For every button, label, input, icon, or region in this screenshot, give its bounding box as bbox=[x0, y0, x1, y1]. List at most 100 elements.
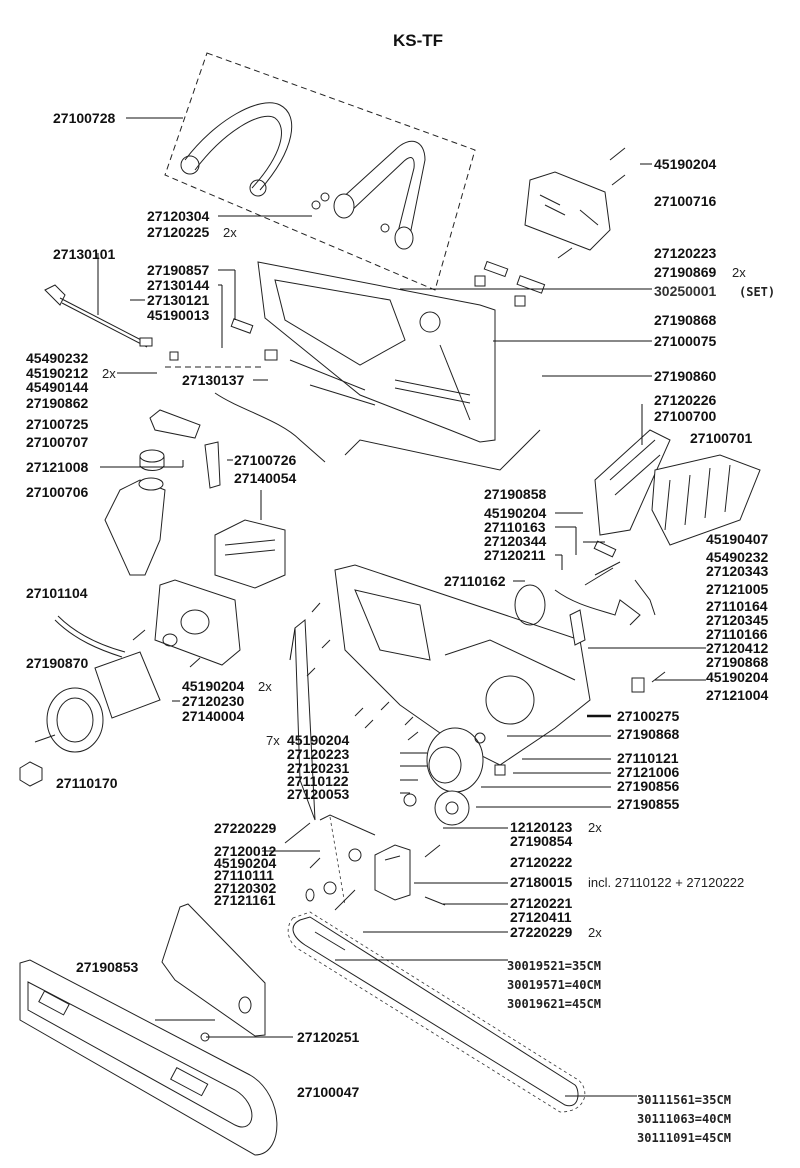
screw-part bbox=[189, 657, 201, 668]
label-27110111: 27110111 bbox=[214, 867, 274, 883]
label-guard-nut: 27120251 bbox=[297, 1029, 360, 1045]
qty-27190869: 2x bbox=[732, 265, 746, 280]
label-27190854: 27190854 bbox=[510, 833, 573, 849]
housing-half-part bbox=[257, 261, 496, 443]
label-spring: 27110162 bbox=[444, 573, 506, 589]
label-27190857: 27190857 bbox=[147, 262, 210, 278]
label-45490232: 45490232 bbox=[26, 350, 89, 366]
screw-part bbox=[424, 896, 446, 906]
label-45190204-mot: 45190204 bbox=[182, 678, 245, 694]
diagram-title: KS-TF bbox=[393, 31, 443, 50]
label-45190204-l: 45190204 bbox=[214, 855, 277, 871]
label-27220229-l: 27220229 bbox=[214, 820, 277, 836]
pinion-part bbox=[19, 761, 43, 787]
label-27180015: 27180015 bbox=[510, 874, 573, 890]
pin-part bbox=[284, 822, 311, 844]
label-27120345: 27120345 bbox=[706, 612, 769, 628]
rod-part bbox=[289, 359, 366, 391]
qty-45190212: 2x bbox=[102, 366, 116, 381]
label-27120223-top: 27120223 bbox=[654, 245, 717, 261]
label-bar-45cm: 30111091=45CM bbox=[637, 1131, 731, 1145]
motor-casing-part bbox=[334, 564, 591, 766]
label-45190212: 45190212 bbox=[26, 365, 89, 381]
qty-27220229: 2x bbox=[588, 925, 602, 940]
label-27190860: 27190860 bbox=[654, 368, 717, 384]
screw-part bbox=[132, 629, 146, 641]
tube-handle-part bbox=[333, 140, 426, 250]
label-housing-half: 27100075 bbox=[654, 333, 717, 349]
clip-part bbox=[305, 888, 315, 902]
label-27120053: 27120053 bbox=[287, 786, 350, 802]
label-27120412: 27120412 bbox=[706, 640, 769, 656]
label-27110121: 27110121 bbox=[617, 750, 679, 766]
motor-housing-part bbox=[154, 579, 241, 666]
label-27120223-c: 27120223 bbox=[287, 746, 350, 762]
label-bar-35cm: 30111561=35CM bbox=[637, 1093, 731, 1107]
label-27120211: 27120211 bbox=[484, 547, 546, 563]
clip-part bbox=[169, 351, 179, 361]
pin-part bbox=[594, 561, 621, 576]
label-chain-45cm: 30019621=45CM bbox=[507, 997, 601, 1011]
oil-cap-part bbox=[139, 449, 165, 471]
qty-45190204-7x: 7x bbox=[266, 733, 280, 748]
label-27120226: 27120226 bbox=[654, 392, 717, 408]
part-labels: 27100728 27120304 27120225 2x 45190204 2… bbox=[26, 110, 775, 1145]
label-27121004: 27121004 bbox=[706, 687, 769, 703]
qty-27120225: 2x bbox=[223, 225, 237, 240]
label-27120231: 27120231 bbox=[287, 760, 350, 776]
label-hand-guard: 27100701 bbox=[690, 430, 753, 446]
label-pinion: 27110170 bbox=[56, 775, 118, 791]
label-27120343: 27120343 bbox=[706, 563, 769, 579]
wire-part bbox=[214, 392, 326, 463]
label-27100700: 27100700 bbox=[654, 408, 717, 424]
label-45190204-c: 45190204 bbox=[287, 732, 350, 748]
switch-part bbox=[264, 349, 278, 361]
bushing-part bbox=[514, 295, 526, 307]
label-27100275: 27100275 bbox=[617, 708, 680, 724]
label-bar-40cm: 30111063=40CM bbox=[637, 1112, 731, 1126]
top-cover-part bbox=[524, 171, 611, 251]
label-27220229-r: 27220229 bbox=[510, 924, 573, 940]
label-27190858: 27190858 bbox=[484, 486, 547, 502]
cap-part bbox=[631, 677, 645, 693]
bracket-part bbox=[149, 409, 201, 439]
bushing-part bbox=[474, 275, 486, 287]
label-27120304: 27120304 bbox=[147, 208, 210, 224]
label-27100707: 27100707 bbox=[26, 434, 89, 450]
label-27120230: 27120230 bbox=[182, 693, 245, 709]
label-27100725: 27100725 bbox=[26, 416, 89, 432]
casing-panel-part bbox=[294, 618, 316, 821]
washer-part bbox=[348, 848, 362, 862]
label-chain-35cm: 30019521=35CM bbox=[507, 959, 601, 973]
hose-part bbox=[57, 615, 126, 653]
label-27140004: 27140004 bbox=[182, 708, 245, 724]
screw-part bbox=[609, 147, 626, 161]
rod-part bbox=[309, 384, 376, 406]
label-chain-40cm: 30019571=40CM bbox=[507, 978, 601, 992]
label-45190204-r: 45190204 bbox=[706, 669, 769, 685]
note-set: (SET) bbox=[739, 285, 775, 299]
label-27190869: 27190869 bbox=[654, 264, 717, 280]
label-27190868-c: 27190868 bbox=[617, 726, 680, 742]
label-45190204-m: 45190204 bbox=[484, 505, 547, 521]
label-27120012: 27120012 bbox=[214, 843, 277, 859]
wire-part bbox=[344, 429, 541, 471]
label-45190013: 45190013 bbox=[147, 307, 210, 323]
label-27120221: 27120221 bbox=[510, 895, 573, 911]
label-45190204-top: 45190204 bbox=[654, 156, 717, 172]
spring-part bbox=[514, 584, 546, 626]
power-cable-part bbox=[44, 284, 153, 348]
label-oil-tank: 27100706 bbox=[26, 484, 89, 500]
label-bar-cover: 27100047 bbox=[297, 1084, 360, 1100]
label-27110166: 27110166 bbox=[706, 626, 768, 642]
label-oil-cap: 27121008 bbox=[26, 459, 89, 475]
label-chain-guard: 27190853 bbox=[76, 959, 139, 975]
bracket-part bbox=[204, 441, 221, 489]
label-27120344: 27120344 bbox=[484, 533, 547, 549]
chain-guard-plate-part bbox=[161, 903, 266, 1037]
o-ring-part bbox=[162, 633, 178, 647]
label-27190862: 27190862 bbox=[26, 395, 89, 411]
screw-part bbox=[557, 247, 573, 259]
sprocket-part bbox=[434, 790, 470, 826]
label-top-cover: 27100716 bbox=[654, 193, 717, 209]
